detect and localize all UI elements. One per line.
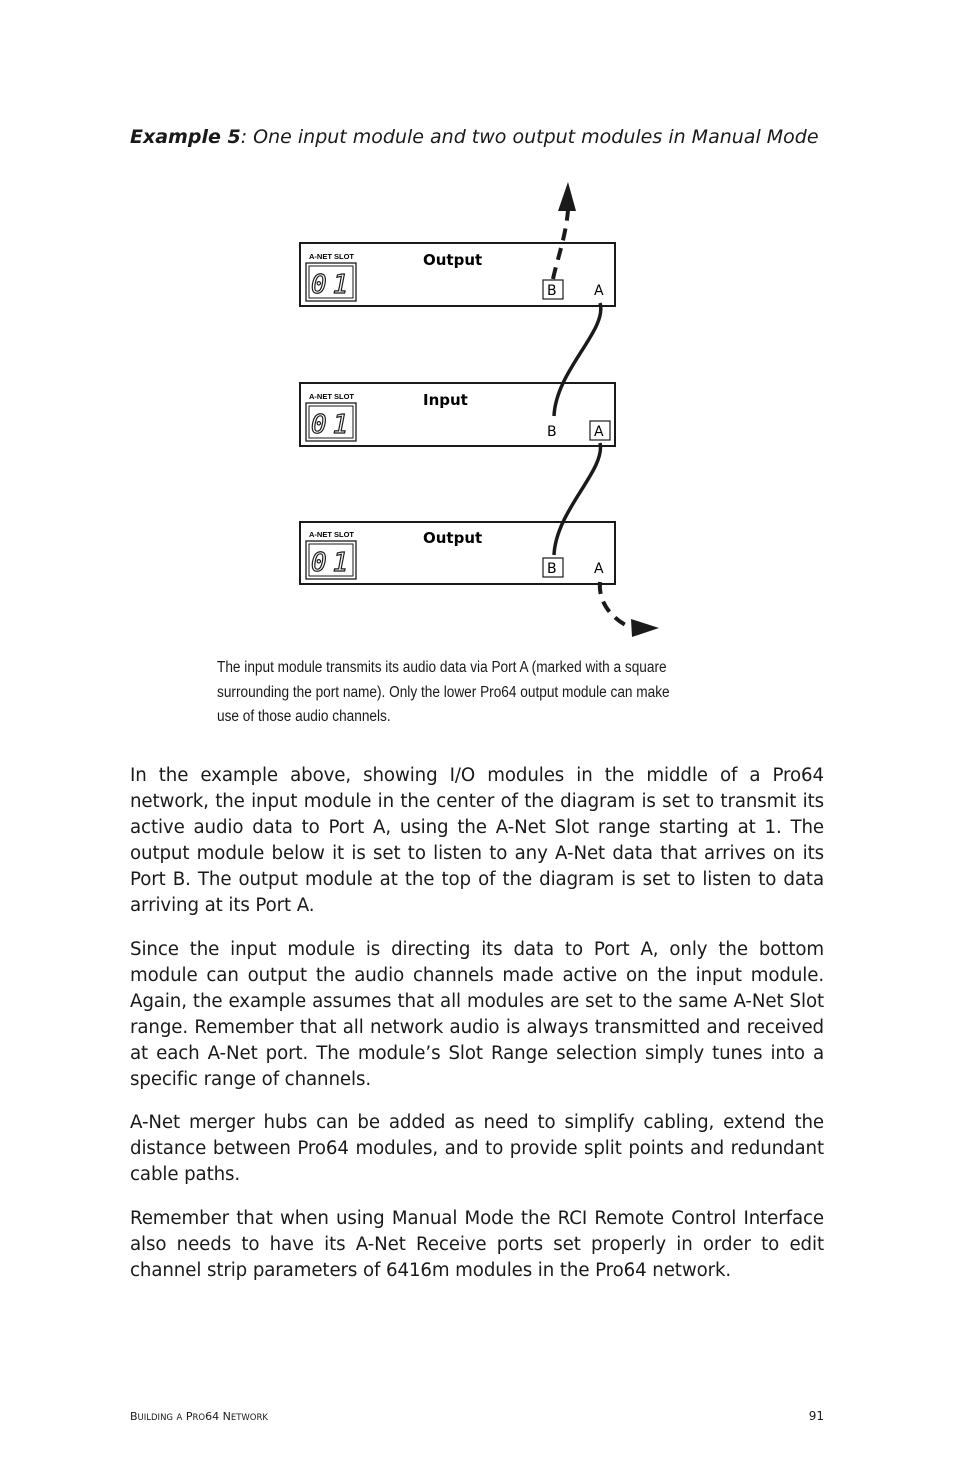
module-name: Output bbox=[423, 251, 482, 269]
paragraph-example-explanation: In the example above, showing I/O module… bbox=[130, 765, 824, 916]
slot-display-digits: 01 bbox=[311, 270, 354, 300]
port-b-box bbox=[542, 279, 564, 300]
caption-line: use of those audio channels. bbox=[217, 708, 391, 725]
caption-line: The input module transmits its audio dat… bbox=[217, 659, 667, 676]
footer-chapter-title: BUILDING A PRO64 NETWORK bbox=[130, 1410, 268, 1423]
port-b-label: B bbox=[547, 283, 557, 299]
arrow-up-icon bbox=[558, 182, 576, 211]
slot-label: A-NET SLOT bbox=[309, 252, 354, 261]
slot-display bbox=[305, 540, 357, 580]
slot-display-digits: 01 bbox=[311, 548, 354, 578]
module-name: Input bbox=[423, 391, 468, 409]
slot-display bbox=[305, 262, 357, 302]
port-a-label: A bbox=[594, 424, 604, 440]
dashed-cable-up bbox=[551, 209, 570, 280]
arrow-right-icon bbox=[631, 619, 659, 637]
port-b-box bbox=[542, 557, 564, 578]
cable-input-a-to-bottom-b bbox=[552, 442, 603, 556]
paragraph-merger-hubs: A-Net merger hubs can be added as need t… bbox=[130, 1112, 824, 1185]
example-description: : One input module and two output module… bbox=[240, 126, 819, 148]
port-a-label: A bbox=[594, 561, 604, 577]
cable-top-a-to-input-b bbox=[552, 302, 603, 417]
slot-label: A-NET SLOT bbox=[309, 530, 354, 539]
page-number: 91 bbox=[808, 1409, 824, 1423]
slot-display bbox=[305, 402, 357, 442]
port-a-box bbox=[589, 420, 611, 441]
module-middle-input: A-NET SLOT 01 Input B A bbox=[299, 382, 616, 447]
example-heading: Example 5: One input module and two outp… bbox=[130, 126, 819, 148]
port-a-label: A bbox=[594, 283, 604, 299]
module-bottom-output: A-NET SLOT 01 Output B A bbox=[299, 521, 616, 585]
module-top-output: A-NET SLOT 01 Output B A bbox=[299, 242, 616, 307]
port-b-label: B bbox=[547, 424, 557, 440]
diagram-caption: The input module transmits its audio dat… bbox=[217, 656, 675, 730]
slot-label: A-NET SLOT bbox=[309, 392, 354, 401]
port-b-label: B bbox=[547, 561, 557, 577]
paragraph-manual-mode-rci: Remember that when using Manual Mode the… bbox=[130, 1208, 824, 1281]
example-label: Example 5 bbox=[130, 126, 241, 148]
module-diagram: A-NET SLOT 01 Output B A A-NET SLOT 01 I… bbox=[299, 182, 659, 637]
dashed-cable-down bbox=[597, 581, 633, 630]
caption-line: surrounding the port name). Only the low… bbox=[217, 683, 670, 701]
paragraph-port-direction: Since the input module is directing its … bbox=[130, 939, 824, 1090]
module-name: Output bbox=[423, 529, 482, 547]
slot-display-digits: 01 bbox=[311, 410, 354, 440]
